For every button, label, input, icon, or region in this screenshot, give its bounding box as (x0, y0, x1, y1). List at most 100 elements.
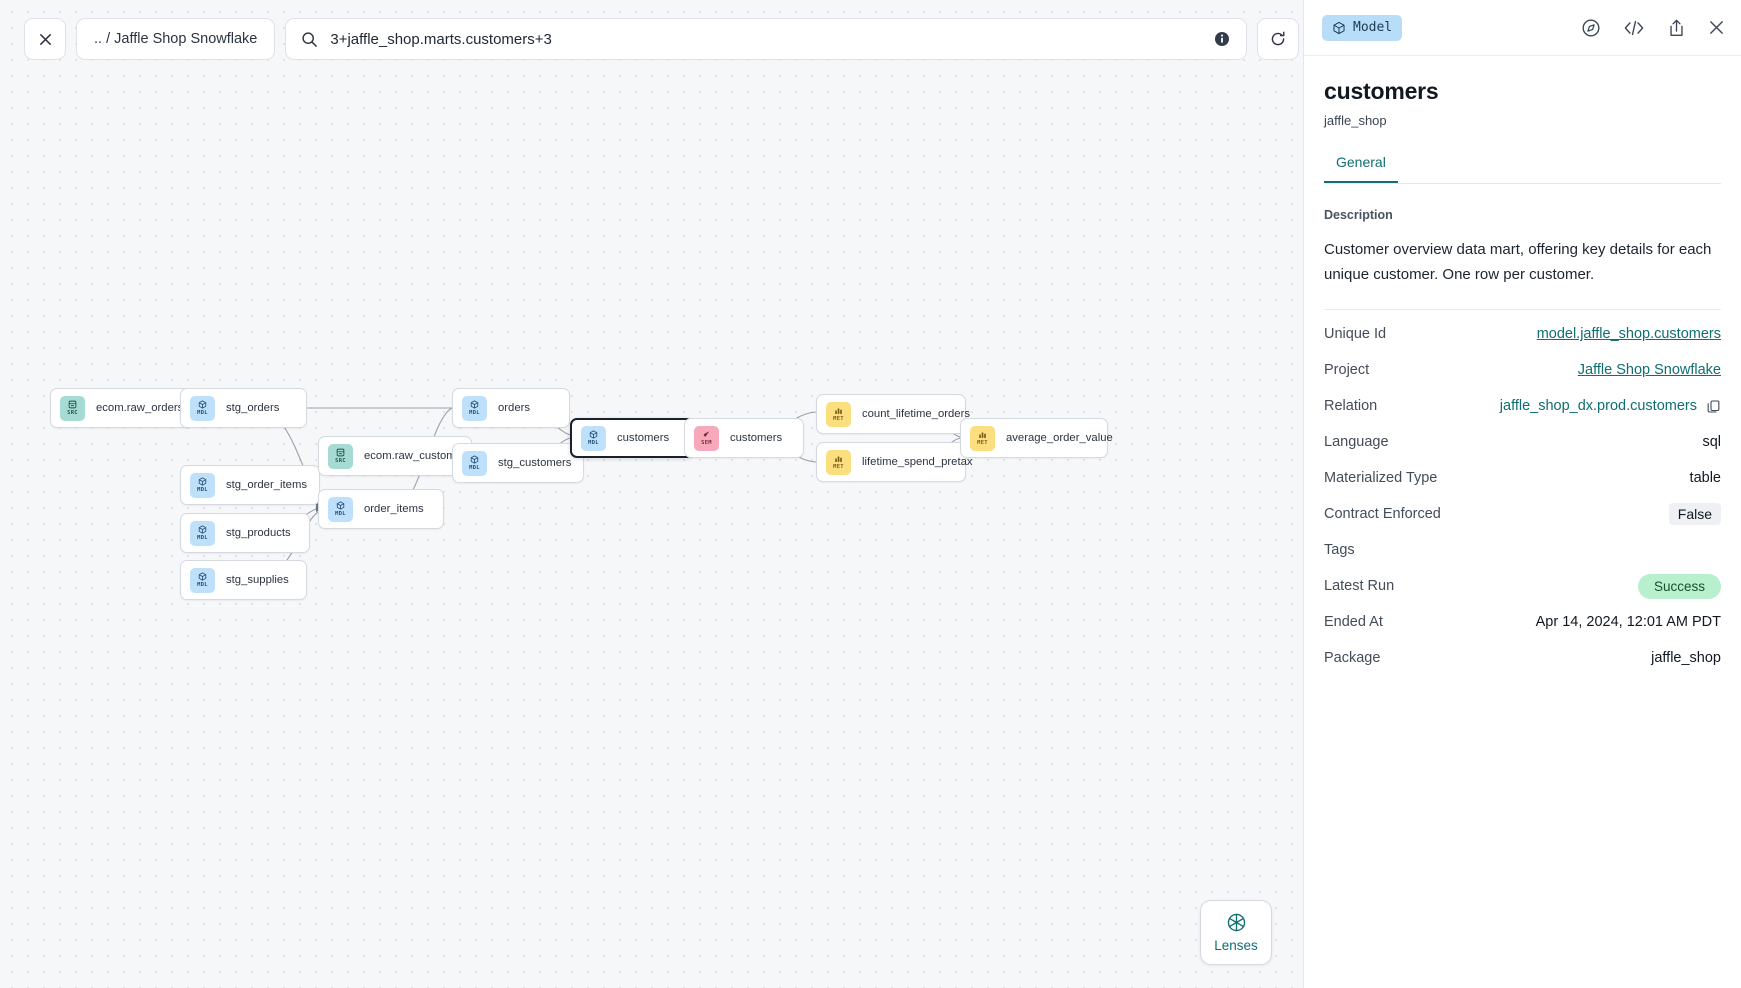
canvas-toolbar: .. / Jaffle Shop Snowflake (24, 18, 1300, 60)
lineage-node-label: stg_supplies (226, 574, 289, 586)
detail-label: Language (1324, 434, 1389, 450)
src-badge-icon: SRC (60, 395, 85, 421)
detail-label: Ended At (1324, 614, 1383, 630)
details-panel: Model (1303, 0, 1741, 988)
lineage-canvas[interactable]: .. / Jaffle Shop Snowflake (0, 0, 1303, 988)
breadcrumb[interactable]: .. / Jaffle Shop Snowflake (76, 18, 276, 60)
lineage-node-label: stg_customers (498, 457, 572, 469)
mdl-badge-icon: MDL (462, 395, 487, 421)
copy-icon[interactable] (1706, 399, 1721, 414)
lenses-label: Lenses (1214, 938, 1258, 953)
close-lineage-button[interactable] (24, 18, 66, 60)
lineage-node-label: orders (498, 402, 531, 414)
lineage-node-label: lifetime_spend_pretax (862, 456, 973, 468)
detail-row: Unique Id model.jaffle_shop.customers (1324, 316, 1721, 352)
lineage-node-orders[interactable]: MDL orders (452, 388, 570, 428)
lineage-node-stg_products[interactable]: MDL stg_products (180, 513, 310, 553)
detail-row: Package jaffle_shop (1324, 640, 1721, 676)
lineage-node-count_lifetime_orders[interactable]: MET count_lifetime_orders (816, 394, 970, 434)
lineage-node-label: customers (617, 432, 670, 444)
lineage-node-label: stg_products (226, 527, 291, 539)
close-icon (39, 33, 51, 45)
aperture-icon (1227, 913, 1245, 932)
lineage-node-order_items[interactable]: MDL order_items (318, 489, 444, 529)
detail-label: Unique Id (1324, 326, 1387, 342)
lineage-node-stg_supplies[interactable]: MDL stg_supplies (180, 560, 307, 600)
detail-row: Materialized Type table (1324, 460, 1721, 496)
detail-value[interactable]: model.jaffle_shop.customers (1536, 326, 1721, 342)
refresh-icon (1272, 31, 1285, 46)
lineage-node-ecom_raw_orders[interactable]: SRC ecom.raw_orders (50, 388, 194, 428)
mdl-badge-icon: MDL (462, 450, 487, 476)
detail-value: table (1689, 470, 1721, 486)
mdl-badge-icon: MDL (328, 496, 353, 522)
lineage-node-ecom_raw_customers[interactable]: SRC ecom.raw_customers (318, 436, 472, 476)
detail-row: Ended At Apr 14, 2024, 12:01 AM PDT (1324, 604, 1721, 640)
cube-icon (1333, 21, 1345, 34)
lineage-node-stg_orders[interactable]: MDL stg_orders (180, 388, 307, 428)
mdl-badge-icon: MDL (190, 520, 215, 546)
lineage-node-average_order_value[interactable]: MET average_order_value (960, 418, 1113, 458)
detail-row: Latest Run Success (1324, 568, 1721, 604)
panel-actions (1581, 18, 1725, 38)
mdl-badge-icon: MDL (190, 395, 215, 421)
description-text: Customer overview data mart, offering ke… (1324, 241, 1712, 283)
node-type-label: Model (1353, 20, 1393, 35)
met-badge-icon: MET (826, 401, 851, 427)
lineage-node-customers_semantic[interactable]: SEM customers (684, 418, 804, 458)
detail-label: Package (1324, 650, 1381, 666)
detail-label: Materialized Type (1324, 470, 1438, 486)
met-badge-icon: MET (826, 449, 851, 475)
close-panel-icon[interactable] (1708, 19, 1725, 36)
lineage-node-label: customers (730, 432, 783, 444)
src-badge-icon: SRC (328, 443, 353, 469)
met-badge-icon: MET (970, 425, 995, 451)
lineage-node-label: stg_orders (226, 402, 280, 414)
detail-label: Project (1324, 362, 1370, 378)
lineage-node-label: average_order_value (1006, 432, 1113, 444)
mdl-badge-icon: MDL (581, 425, 606, 451)
lineage-node-lifetime_spend_pretax[interactable]: MET lifetime_spend_pretax (816, 442, 973, 482)
node-type-badge: Model (1322, 14, 1403, 41)
code-icon[interactable] (1623, 19, 1645, 37)
detail-label: Tags (1324, 542, 1355, 558)
search-input[interactable] (330, 30, 1215, 48)
detail-value: jaffle_shop (1651, 650, 1721, 666)
refresh-button[interactable] (1257, 18, 1300, 60)
lenses-button[interactable]: Lenses (1200, 900, 1272, 965)
detail-label: Latest Run (1324, 578, 1395, 594)
sem-badge-icon: SEM (694, 425, 719, 451)
detail-row: Tags (1324, 532, 1721, 568)
detail-value[interactable]: jaffle_shop_dx.prod.customers (1499, 398, 1697, 414)
panel-tabs: General (1324, 154, 1721, 184)
panel-subtitle: jaffle_shop (1324, 113, 1387, 128)
share-icon[interactable] (1667, 18, 1686, 38)
detail-row: Project Jaffle Shop Snowflake (1324, 352, 1721, 388)
lineage-node-label: ecom.raw_customers (364, 450, 472, 462)
tab-general[interactable]: General (1324, 154, 1398, 183)
lineage-node-stg_customers[interactable]: MDL stg_customers (452, 443, 584, 483)
lineage-node-label: order_items (364, 503, 424, 515)
lineage-search-bar[interactable] (285, 18, 1248, 60)
panel-body: Description Customer overview data mart,… (1304, 184, 1741, 676)
lineage-node-customers_model[interactable]: MDL customers (570, 418, 694, 458)
detail-value: False (1668, 503, 1721, 525)
detail-value: Apr 14, 2024, 12:01 AM PDT (1535, 614, 1721, 630)
info-icon[interactable] (1214, 31, 1230, 47)
detail-label: Contract Enforced (1324, 506, 1441, 522)
lineage-node-label: count_lifetime_orders (862, 408, 971, 420)
detail-value[interactable]: Jaffle Shop Snowflake (1577, 362, 1721, 378)
status-badge: Success (1637, 573, 1721, 599)
lineage-node-label: ecom.raw_orders (96, 402, 184, 414)
relation-value-wrap: jaffle_shop_dx.prod.customers (1500, 398, 1721, 414)
page-title: customers (1324, 78, 1439, 104)
lineage-node-label: stg_order_items (226, 479, 307, 491)
divider (1324, 309, 1721, 310)
compass-icon[interactable] (1581, 18, 1601, 38)
detail-row: Contract Enforced False (1324, 496, 1721, 532)
mdl-badge-icon: MDL (190, 567, 215, 593)
